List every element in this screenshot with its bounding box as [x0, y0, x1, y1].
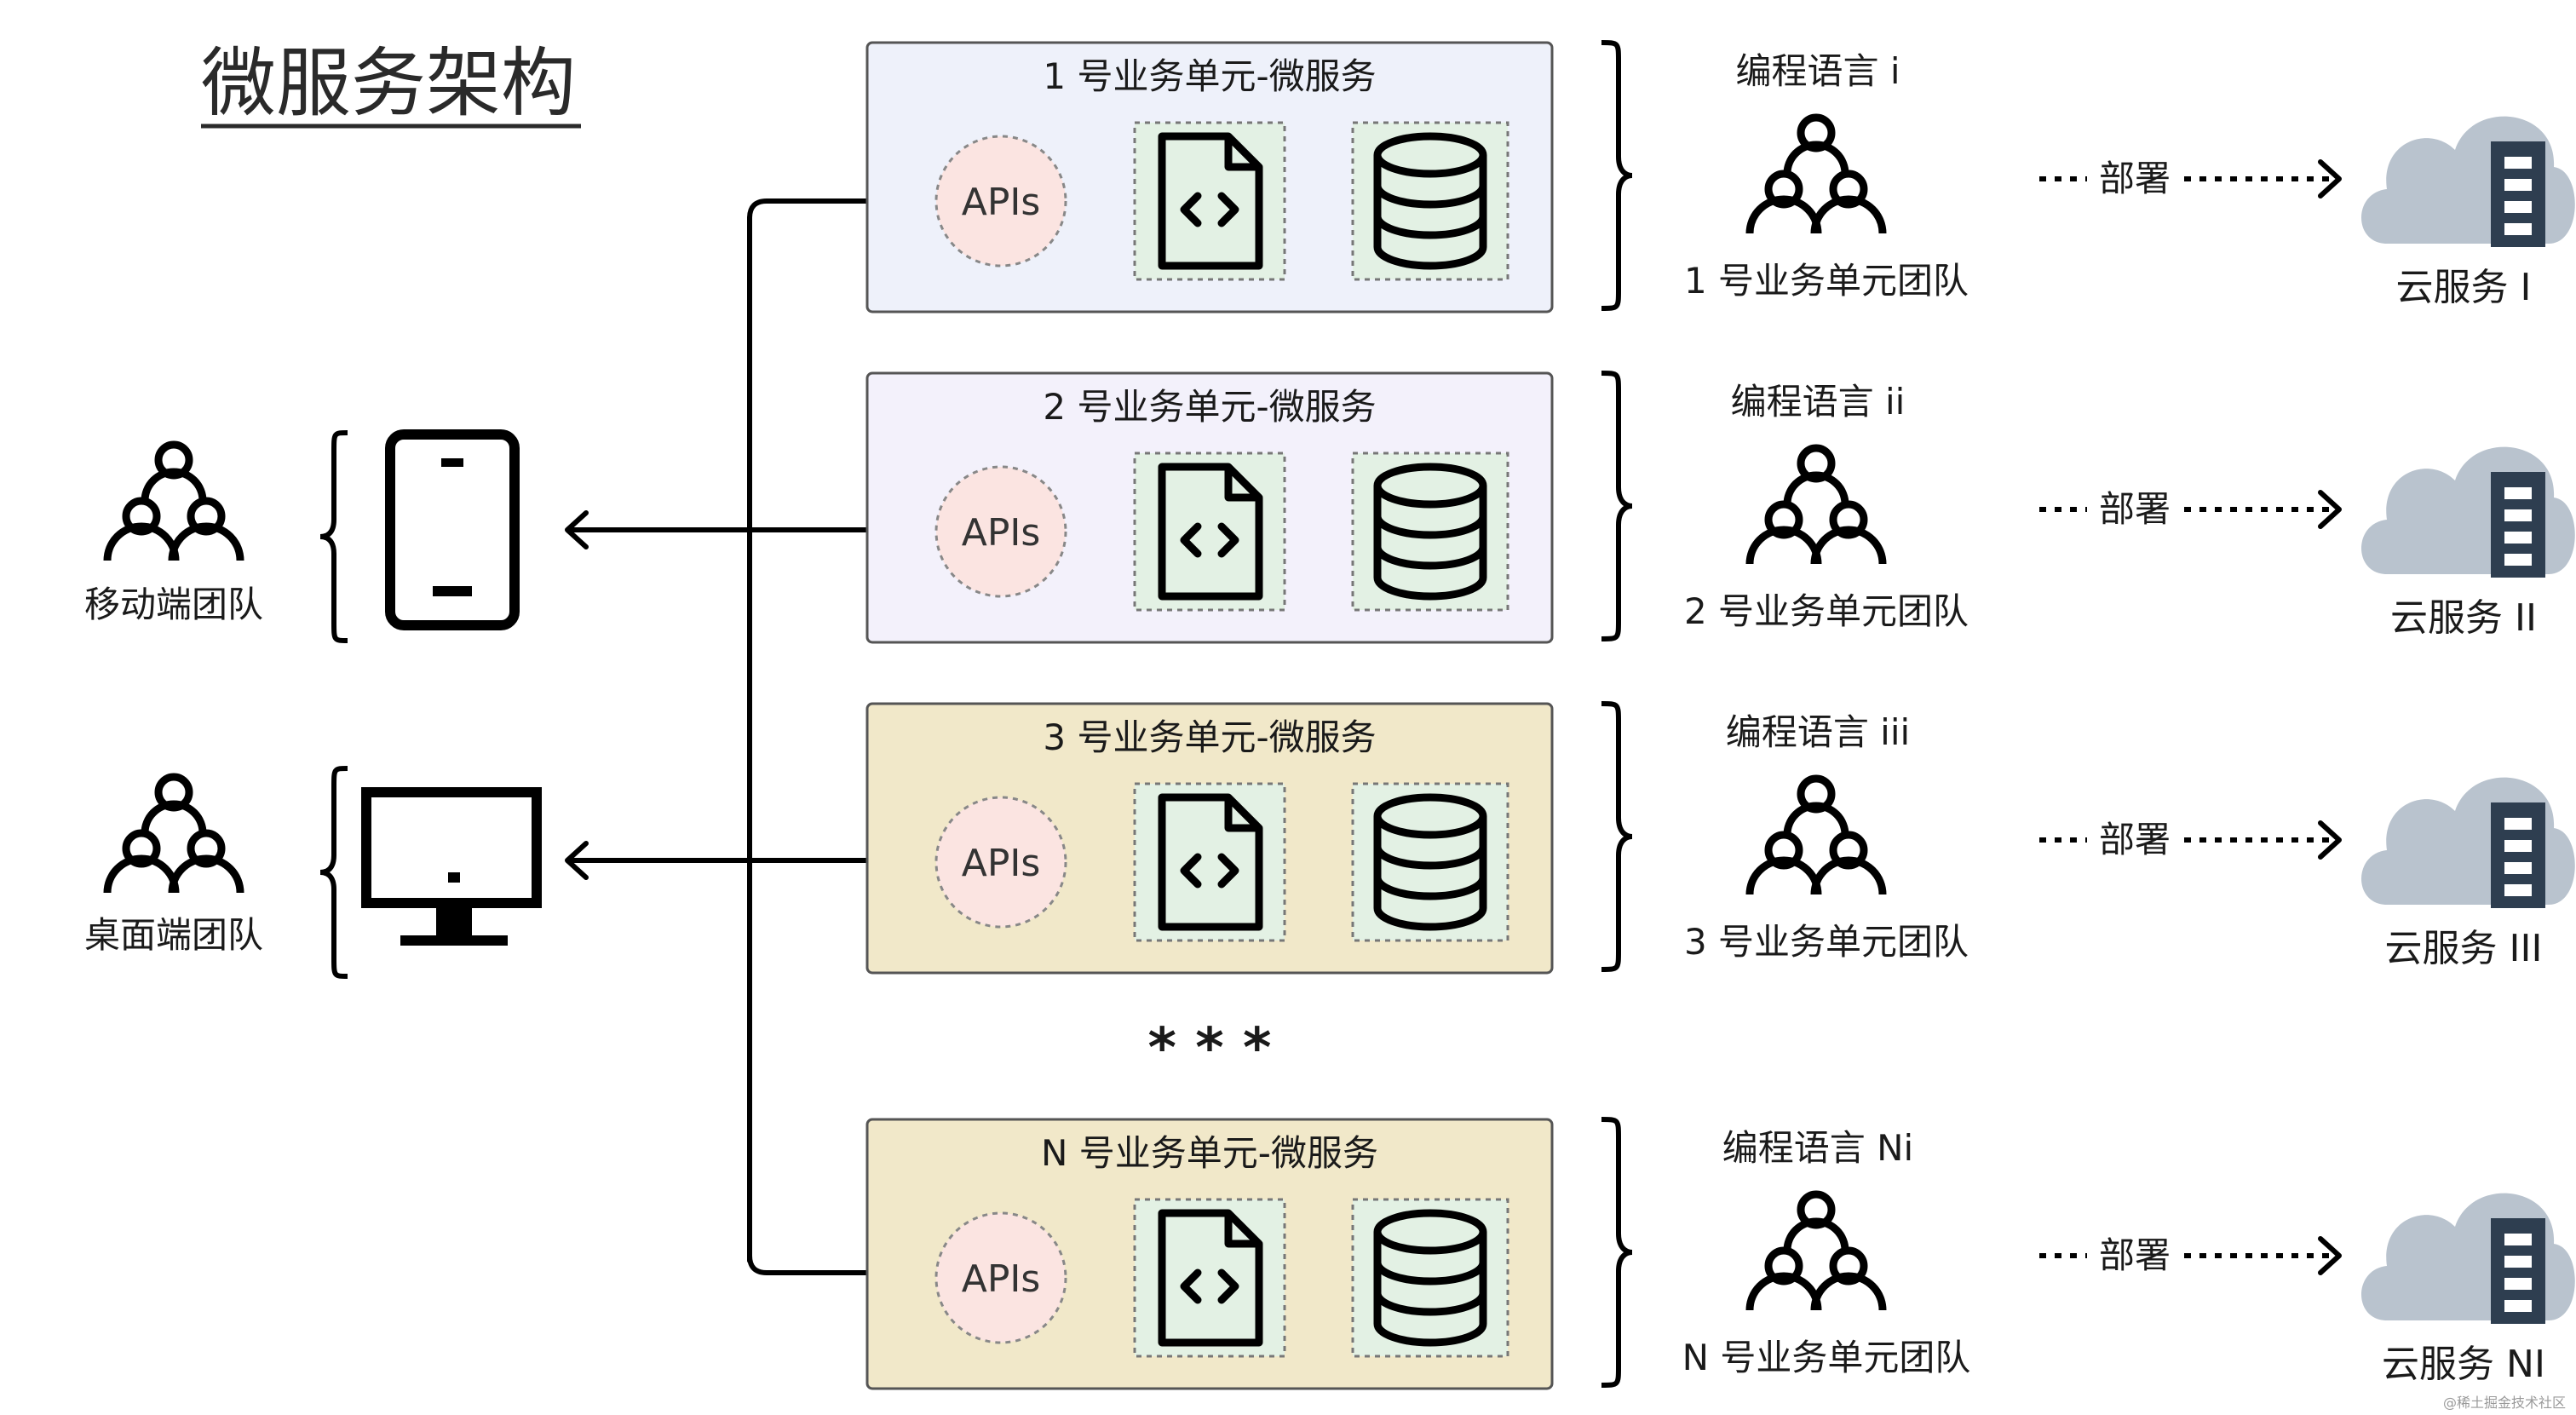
clients-layer: 移动端团队 桌面端团队 [84, 429, 542, 979]
microservice-title: 2 号业务单元-微服务 [1043, 386, 1376, 428]
service-brace [1601, 1117, 1633, 1388]
client-desktop: 桌面端团队 [84, 766, 542, 979]
team-people-icon [1750, 118, 1883, 233]
deploy-arrowhead [2318, 159, 2342, 198]
cloud-label: 云服务 NI [2382, 1343, 2545, 1386]
apis-node: APIs [934, 135, 1067, 267]
apis-label: APIs [962, 511, 1041, 555]
deploy-label: 部署 [2099, 158, 2171, 199]
language-label: 编程语言 Ni [1722, 1127, 1913, 1169]
team-people-icon [1750, 779, 1883, 894]
team-label: 2 号业务单元团队 [1684, 590, 1969, 632]
client-mobile-brace [319, 430, 348, 643]
service-row: 2 号业务单元-微服务 APIs 编程语言 ii 2 号业务单元团队 部署 云服… [865, 371, 2575, 644]
team-label: 1 号业务单元团队 [1684, 260, 1969, 302]
microservice-title: N 号业务单元-微服务 [1041, 1132, 1378, 1174]
cloud-label: 云服务 I [2396, 266, 2532, 309]
language-label: 编程语言 ii [1731, 381, 1906, 423]
client-mobile-label: 移动端团队 [84, 584, 263, 625]
apis-label: APIs [962, 1257, 1041, 1301]
connector-service-n [747, 1253, 931, 1275]
arrowhead-desktop [565, 841, 589, 880]
apis-label: APIs [962, 842, 1041, 885]
apis-node: APIs [934, 796, 1067, 929]
deploy-arrowhead [2318, 490, 2342, 529]
cloud-label: 云服务 II [2390, 596, 2537, 640]
language-label: 编程语言 iii [1726, 711, 1910, 753]
microservice-title: 1 号业务单元-微服务 [1043, 55, 1376, 97]
phone-icon [385, 429, 520, 630]
apis-label: APIs [962, 181, 1041, 224]
service-brace [1601, 40, 1633, 311]
cloud-server-icon [2361, 777, 2575, 908]
deploy-arrowhead [2318, 820, 2342, 860]
arrowhead-mobile [565, 510, 589, 549]
team-label: N 号业务单元团队 [1682, 1337, 1971, 1378]
monitor-icon [361, 787, 542, 946]
service-row: N 号业务单元-微服务 APIs 编程语言 Ni N 号业务单元团队 部署 云服… [865, 1117, 2575, 1390]
client-desktop-brace [319, 766, 348, 979]
deploy-label: 部署 [2099, 819, 2171, 860]
ellipsis: * * * [1148, 1017, 1272, 1080]
service-row: 1 号业务单元-微服务 APIs 编程语言 i 1 号业务单元团队 部署 云服务… [865, 40, 2575, 313]
cloud-server-icon [2361, 1193, 2575, 1324]
microservice-title: 3 号业务单元-微服务 [1043, 716, 1376, 758]
client-mobile: 移动端团队 [84, 429, 520, 643]
trunk-connector-line [747, 198, 931, 1263]
team-people-icon [107, 445, 240, 561]
team-people-icon [107, 777, 240, 893]
deploy-label: 部署 [2099, 1234, 2171, 1276]
cloud-server-icon [2361, 116, 2575, 247]
service-brace [1601, 701, 1633, 972]
service-brace [1601, 371, 1633, 641]
team-label: 3 号业务单元团队 [1684, 921, 1969, 963]
apis-node: APIs [934, 1211, 1067, 1344]
deploy-label: 部署 [2099, 488, 2171, 530]
deploy-arrowhead [2318, 1236, 2342, 1275]
team-people-icon [1750, 448, 1883, 564]
team-people-icon [1750, 1194, 1883, 1310]
cloud-label: 云服务 III [2385, 927, 2543, 970]
watermark: @稀土掘金技术社区 [2443, 1395, 2566, 1411]
client-desktop-label: 桌面端团队 [84, 914, 263, 956]
cloud-server-icon [2361, 446, 2575, 578]
service-row: 3 号业务单元-微服务 APIs 编程语言 iii 3 号业务单元团队 部署 云… [865, 701, 2575, 975]
language-label: 编程语言 i [1735, 50, 1900, 92]
apis-node: APIs [934, 465, 1067, 598]
diagram-title: 微服务架构 [201, 39, 576, 127]
